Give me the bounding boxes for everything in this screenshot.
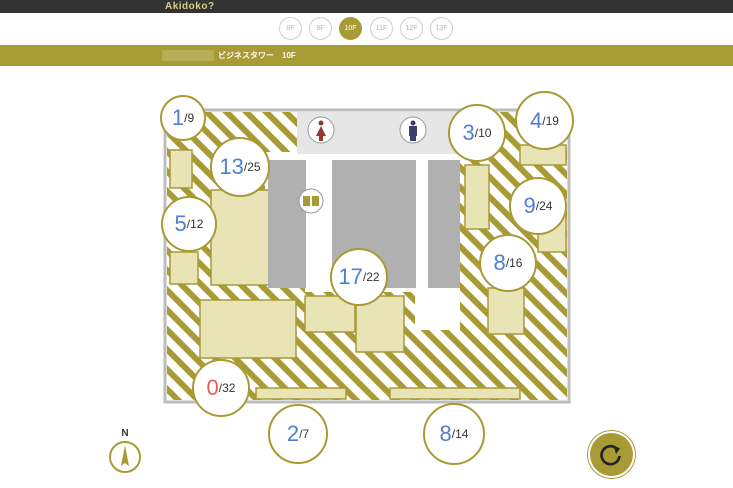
room-zone-1	[169, 149, 193, 189]
zone-available: 2	[286, 421, 300, 446]
app-logo: Akidoko?	[165, 1, 215, 12]
zone-total: /10	[474, 126, 492, 140]
zone-bubble-2[interactable]: 2/7	[268, 404, 328, 464]
room-zone-5	[169, 251, 199, 285]
banner-swatch	[162, 50, 214, 61]
zone-available: 8	[493, 250, 506, 275]
womens-restroom-icon	[307, 116, 335, 144]
zone-available: 4	[530, 107, 543, 133]
zone-available: 3	[462, 120, 475, 145]
zone-total: /32	[218, 381, 236, 395]
zone-bubble-17[interactable]: 17/22	[330, 248, 388, 306]
mens-restroom-icon	[399, 116, 427, 144]
app-header: Akidoko?	[0, 0, 733, 13]
compass: N	[109, 428, 141, 474]
floor-tab-10f[interactable]: 10F	[339, 17, 362, 40]
multipurpose-restroom-icon	[298, 188, 324, 214]
zone-available: 13	[219, 154, 244, 179]
zone-available: 17	[338, 264, 363, 289]
zone-total: /24	[535, 199, 553, 213]
floor-tab-13f[interactable]: 13F	[430, 17, 453, 40]
floor-tab-11f[interactable]: 11F	[370, 17, 393, 40]
refresh-icon	[600, 444, 621, 466]
zone-total: /14	[451, 427, 469, 441]
building-banner: ビジネスタワー 10F	[0, 45, 733, 66]
zone-total: /12	[186, 217, 204, 231]
room-zone-8	[487, 287, 525, 335]
building-title: ビジネスタワー 10F	[218, 51, 296, 60]
floor-tab-8f[interactable]: 8F	[279, 17, 302, 40]
room-zone-3	[464, 164, 490, 230]
zone-total: /9	[184, 111, 195, 125]
refresh-button[interactable]	[590, 433, 633, 476]
room-zone-8b	[389, 387, 521, 400]
zone-bubble-8[interactable]: 8/16	[479, 234, 537, 292]
zone-total: /16	[505, 256, 523, 270]
zone-bubble-4[interactable]: 4/19	[515, 91, 574, 150]
zone-available: 5	[174, 211, 187, 236]
zone-bubble-0[interactable]: 0/32	[192, 359, 250, 417]
zone-available: 1	[171, 105, 185, 130]
zone-bubble-9[interactable]: 9/24	[509, 177, 567, 235]
room-zone-13	[210, 189, 270, 286]
zone-available: 9	[523, 193, 536, 218]
zone-bubble-8b[interactable]: 8/14	[423, 403, 485, 465]
room-zone-0	[199, 299, 297, 359]
floor-tab-9f[interactable]: 9F	[309, 17, 332, 40]
room-zone-2	[255, 387, 347, 400]
zone-available: 8	[439, 421, 452, 446]
zone-bubble-3[interactable]: 3/10	[448, 104, 506, 162]
zone-total: /25	[243, 160, 261, 174]
zone-bubble-13[interactable]: 13/25	[210, 137, 270, 197]
zone-bubble-1[interactable]: 1/9	[160, 95, 206, 141]
zone-total: /19	[542, 113, 559, 128]
zone-total: /7	[299, 427, 310, 441]
compass-label: N	[121, 428, 129, 439]
zone-total: /22	[362, 270, 380, 284]
zone-available: 0	[206, 375, 219, 400]
zone-bubble-5[interactable]: 5/12	[161, 196, 217, 252]
compass-icon	[109, 441, 141, 473]
floor-tab-12f[interactable]: 12F	[400, 17, 423, 40]
